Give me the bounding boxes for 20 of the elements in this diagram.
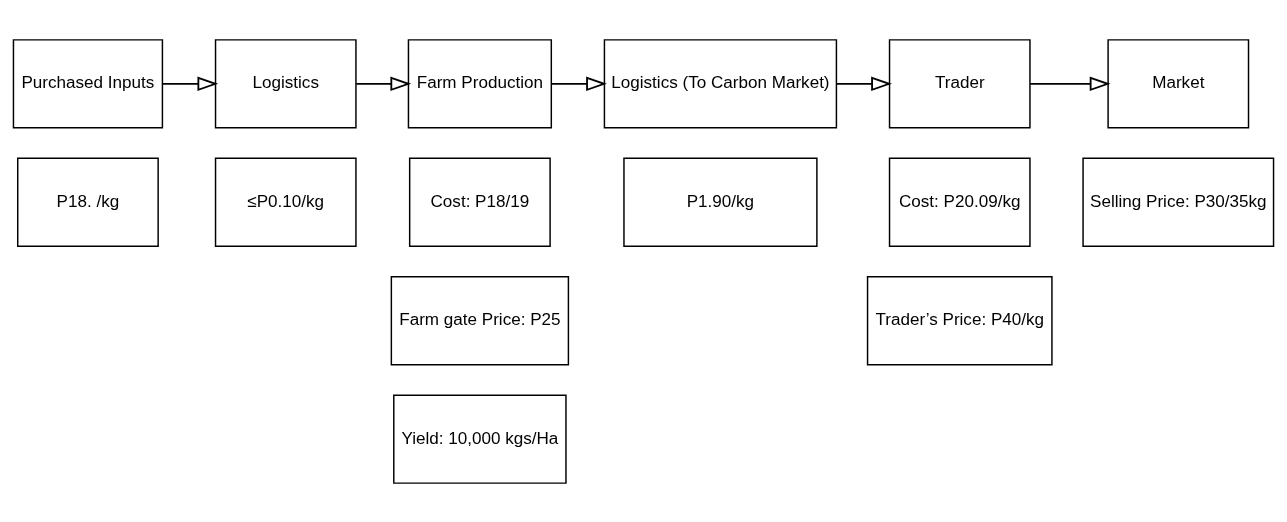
arrow (1029, 76, 1111, 91)
node-box: Cost: P20.09/kg (888, 157, 1031, 247)
node-box: Purchased Inputs (12, 38, 164, 129)
node-box: Cost: P18/19 (408, 157, 551, 247)
arrow (550, 76, 607, 91)
arrow (355, 76, 412, 91)
node-box: Yield: 10,000 kgs/Ha (393, 393, 567, 484)
node-box: Logistics (214, 38, 357, 129)
node-box: P18. /kg (17, 157, 159, 247)
node-box: Trader’s Price: P40/kg (866, 275, 1053, 365)
node-box: Trader (888, 38, 1031, 129)
arrow (161, 76, 219, 91)
node-box: ≤P0.10/kg (214, 157, 357, 247)
node-box: Market (1107, 38, 1250, 129)
node-box: Farm gate Price: P25 (390, 275, 570, 365)
node-box: Selling Price: P30/35kg (1082, 157, 1275, 247)
arrow (835, 76, 892, 91)
node-box: Farm Production (407, 38, 553, 129)
node-box: Logistics (To Carbon Market) (603, 38, 838, 129)
node-box: P1.90/kg (623, 157, 818, 247)
